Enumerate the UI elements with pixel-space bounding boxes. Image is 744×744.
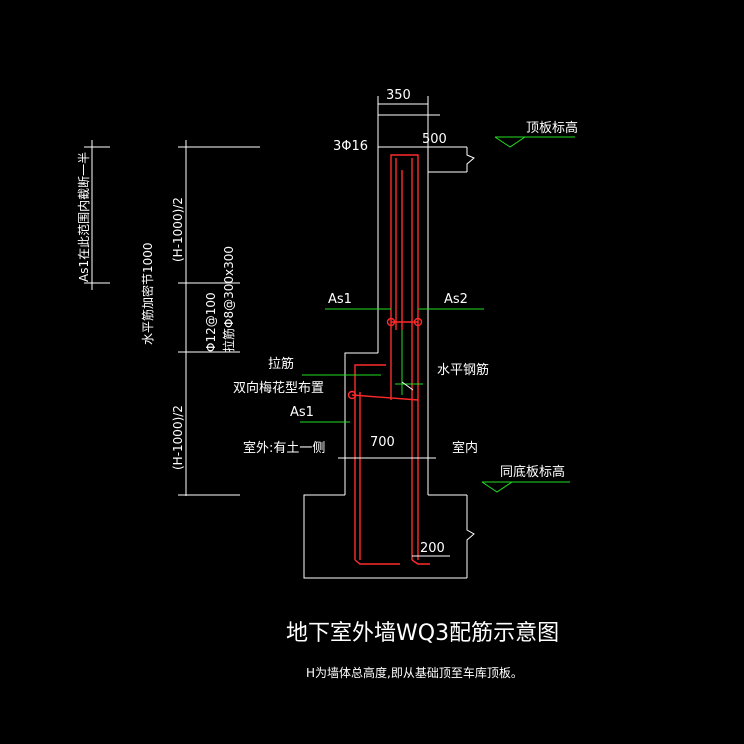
- horizontal-bar-label: 水平钢筋: [437, 362, 489, 378]
- as1-upper-label: As1: [328, 292, 352, 307]
- vert-upper-half: (H-1000)/2: [171, 197, 185, 262]
- as2-label: As2: [444, 292, 468, 307]
- vert-haunch-note: 水平筋加密节1000: [140, 242, 155, 345]
- leaders: [300, 136, 575, 493]
- rebar: [347, 154, 430, 565]
- dim-bottom: 200: [420, 541, 445, 556]
- drawing-note: H为墙体总高度,即从基础顶至车库顶板。: [306, 665, 523, 680]
- wall-outline: [303, 146, 475, 579]
- top-level-label: 顶板标高: [526, 120, 578, 136]
- dim-top-slab: 500: [422, 132, 447, 147]
- vert-spec-1: Φ12@100: [204, 292, 218, 352]
- dimension-lines: [84, 96, 450, 557]
- vert-as1-note: As1在此范围内截断一半: [76, 152, 91, 282]
- vert-lower-half: (H-1000)/2: [171, 405, 185, 470]
- drawing-title: 地下室外墙WQ3配筋示意图: [286, 621, 559, 646]
- tie-bar-label: 拉筋: [268, 356, 294, 372]
- outside-label: 室外:有土一侧: [243, 440, 325, 456]
- bottom-level-label: 同底板标高: [500, 464, 565, 480]
- vert-spec-2: 拉筋Φ8@300x300: [221, 246, 236, 352]
- top-bars-label: 3Φ16: [333, 139, 368, 154]
- as1-lower-label: As1: [290, 405, 314, 420]
- dim-top-width: 350: [386, 88, 411, 103]
- dim-wall-base: 700: [370, 435, 395, 450]
- tie-layout-label: 双向梅花型布置: [233, 380, 324, 396]
- inside-label: 室内: [452, 440, 478, 456]
